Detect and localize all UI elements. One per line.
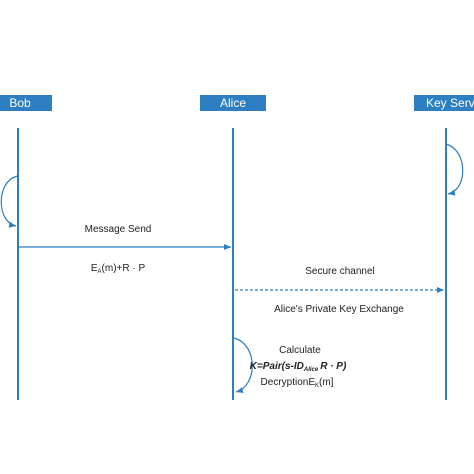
secure-channel-label: Secure channel [305,266,375,277]
message-send-label: Message Send [85,224,152,235]
bob-self-loop [0,175,19,228]
actor-bob: Bob [0,95,52,111]
calc-line1: Calculate [279,345,321,356]
actor-bob-label: Bob [9,96,31,110]
alice-self-loop [233,337,253,394]
key-server-self-loop [445,143,464,196]
actor-alice-label: Alice [220,96,246,110]
actor-key-server-label: Key Serv [426,96,474,110]
encryption-formula: EA(m)+R · P [91,263,146,275]
key-exchange-label: Alice's Private Key Exchange [274,304,404,315]
calc-line3: DecryptionEK(m] [261,377,334,389]
actor-alice: Alice [200,95,266,111]
actor-key-server: Key Serv [414,95,474,111]
